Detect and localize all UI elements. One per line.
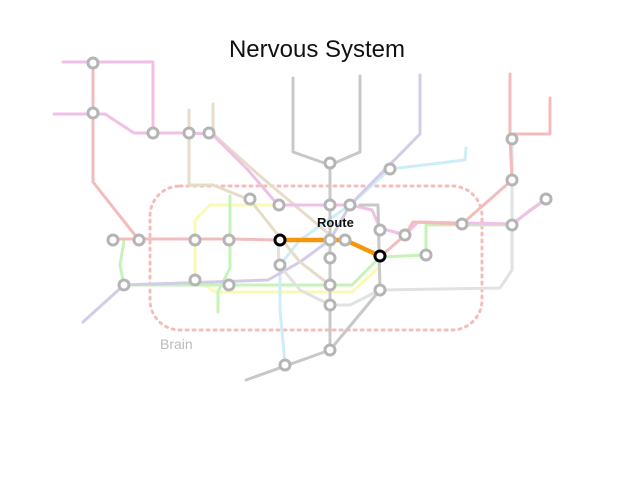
line-pink-3 [378,72,514,259]
station [188,233,202,247]
line-pink-2 [136,237,280,242]
station [323,298,337,312]
station [323,278,337,292]
station [323,198,337,212]
line-magenta-2 [52,112,548,237]
brain-zone [148,184,484,332]
stations [86,56,553,372]
station [222,278,236,292]
station [86,56,100,70]
station [222,233,236,247]
station [323,156,337,170]
line-pink-4 [510,96,552,136]
diagram-title: Nervous System [228,36,406,63]
station [188,273,202,287]
station [272,198,286,212]
station [505,132,519,146]
line-gray [291,74,362,167]
station [146,126,160,140]
station [86,106,100,120]
station [338,233,352,247]
station [243,192,257,206]
station [323,251,337,265]
line-gray-trunk [244,163,332,382]
route-endpoints [273,233,387,263]
network-lines [52,60,552,382]
route-end-station [373,249,387,263]
brain-zone-label: Brain [160,336,193,352]
station [106,233,120,247]
station [455,217,469,231]
station [505,173,519,187]
line-pink [91,60,140,241]
station [505,218,519,232]
station [323,343,337,357]
station [383,162,397,176]
station [117,278,131,292]
station [539,192,553,206]
station [323,233,337,247]
route-label: Route [317,215,354,230]
station [273,258,287,272]
line-yellow [193,203,382,294]
station [373,283,387,297]
station [398,228,412,242]
line-cyan [278,146,468,366]
line-magenta [61,60,155,135]
station [373,223,387,237]
station [132,233,146,247]
station [343,198,357,212]
station [419,248,433,262]
route-start-station [273,233,287,247]
station [202,126,216,140]
station [278,358,292,372]
line-gray-branch [328,203,382,352]
line-green-branch [216,194,232,314]
line-purple [81,73,422,324]
station [182,126,196,140]
